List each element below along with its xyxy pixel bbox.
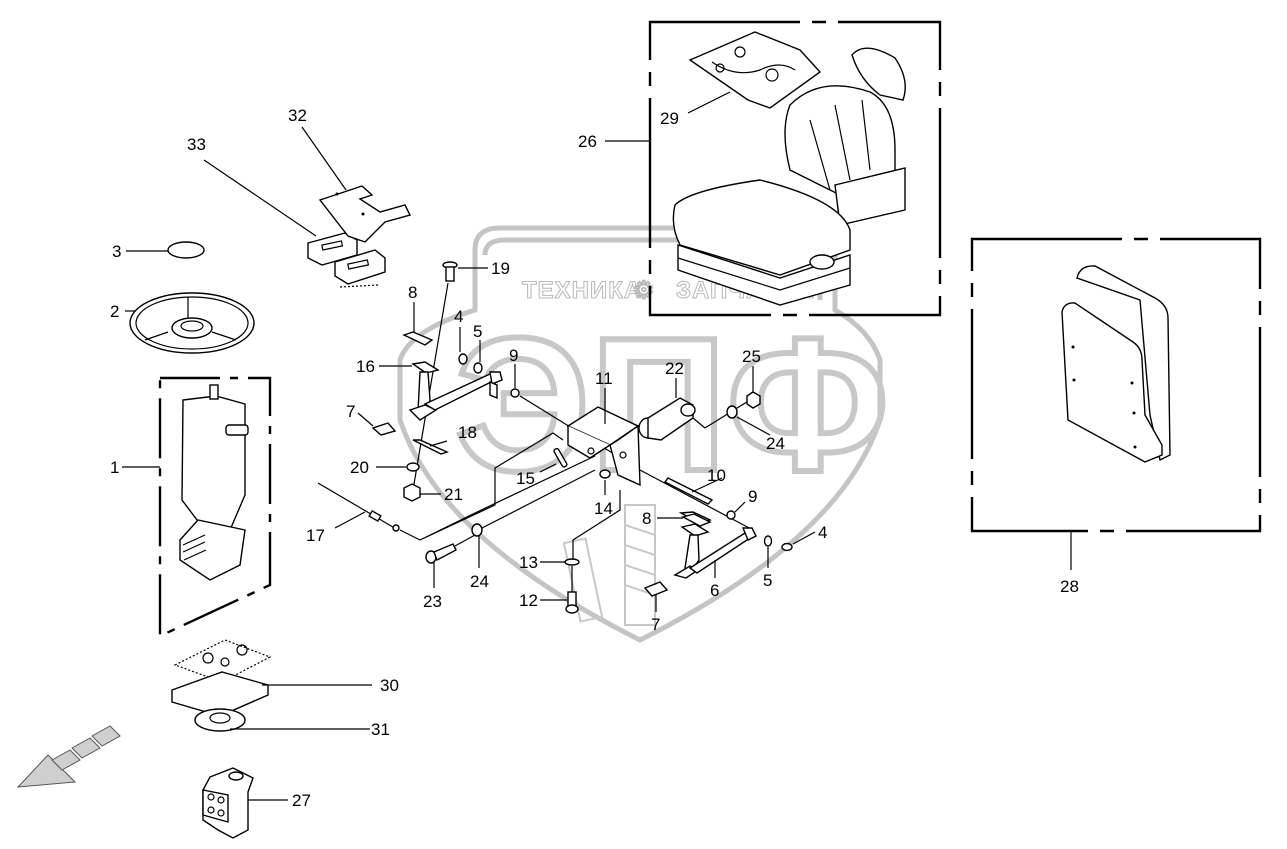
callout-13: 13 (519, 553, 538, 572)
callout-20: 20 (350, 458, 369, 477)
callout-7a: 7 (346, 402, 355, 421)
callout-30: 30 (380, 676, 399, 695)
callout-14: 14 (594, 499, 613, 518)
part-4-ring-b[interactable] (781, 542, 793, 552)
part-5-ring[interactable] (473, 362, 483, 374)
pedal-assembly (317, 261, 816, 614)
part-12-bolt[interactable] (565, 591, 579, 614)
callout-5b: 5 (763, 571, 772, 590)
callout-6: 6 (710, 581, 719, 600)
callout-31: 31 (371, 720, 390, 739)
part-9-bushing[interactable] (510, 388, 520, 398)
part-28-auxiliary-seat[interactable] (1061, 265, 1171, 463)
callout-19: 19 (491, 259, 510, 278)
part-22-valve[interactable] (638, 397, 696, 441)
part-5-ring-b[interactable] (763, 535, 773, 547)
part-6-pedal-lever[interactable] (673, 511, 757, 579)
callout-15: 15 (516, 469, 535, 488)
callout-labels: 1 2 3 4 4 5 5 6 7 7 8 8 9 9 10 11 12 13 … (110, 106, 1079, 810)
operator-seat-group (605, 20, 942, 317)
part-1-steering-column[interactable] (179, 384, 249, 581)
part-26-operator-seat[interactable] (672, 47, 906, 306)
callout-17: 17 (306, 526, 325, 545)
part-27-steering-control-unit[interactable] (202, 767, 254, 839)
part-17-rod[interactable] (317, 482, 400, 532)
callout-16: 16 (356, 357, 375, 376)
callout-8b: 8 (642, 509, 651, 528)
callout-23: 23 (423, 592, 442, 611)
callout-4a: 4 (454, 307, 463, 326)
callout-18: 18 (458, 423, 477, 442)
callout-4b: 4 (818, 523, 827, 542)
callout-2: 2 (110, 302, 119, 321)
callout-32: 32 (288, 106, 307, 125)
callout-5a: 5 (473, 322, 482, 341)
seat-group-frame (648, 20, 942, 317)
part-20-washer[interactable] (406, 462, 420, 472)
callout-22: 22 (665, 359, 684, 378)
part-4-ring[interactable] (458, 353, 468, 365)
callout-27: 27 (292, 791, 311, 810)
steering-group (122, 126, 412, 839)
aux-seat-frame (970, 237, 1262, 533)
mounting-frame-lines (399, 432, 596, 541)
callout-28: 28 (1060, 577, 1079, 596)
part-19-screw[interactable] (442, 261, 458, 282)
part-32-shim-plate[interactable] (318, 185, 412, 243)
part-8-pedal-pad[interactable] (402, 331, 434, 346)
callout-12: 12 (519, 591, 538, 610)
callout-1: 1 (110, 458, 119, 477)
watermark-left-text: ТЕХНИКА (522, 277, 642, 304)
part-24-washer-b[interactable] (471, 523, 483, 537)
part-3-wheel-cap[interactable] (167, 241, 205, 259)
callout-3: 3 (112, 242, 121, 261)
callout-25: 25 (742, 347, 761, 366)
part-9-bushing-b[interactable] (726, 510, 736, 520)
front-direction-arrow-icon (16, 725, 121, 788)
aux-seat-group (970, 237, 1262, 570)
part-15-pin[interactable] (553, 447, 568, 468)
part-10-shaft[interactable] (663, 477, 714, 505)
part-23-bolt[interactable] (425, 543, 457, 564)
part-29-seat-base-plate[interactable] (688, 31, 822, 109)
callout-8a: 8 (408, 283, 417, 302)
column-group-frame (158, 376, 272, 638)
callout-11: 11 (595, 369, 613, 388)
callout-7b: 7 (651, 615, 660, 634)
part-7-pad[interactable] (371, 422, 397, 436)
part-25-nut[interactable] (746, 391, 761, 409)
part-11-bracket[interactable] (566, 406, 641, 487)
part-31-flange[interactable] (194, 708, 246, 732)
callout-9a: 9 (509, 346, 518, 365)
part-13-washer[interactable] (564, 558, 580, 566)
part-24-washer[interactable] (726, 405, 738, 419)
part-16-pedal-lever[interactable] (408, 361, 503, 421)
part-8-pedal-pad-b[interactable] (681, 513, 712, 527)
part-2-steering-wheel[interactable] (129, 292, 255, 354)
callout-33: 33 (187, 135, 206, 154)
part-30-mounting-plate[interactable] (171, 639, 272, 717)
callout-9b: 9 (748, 487, 757, 506)
callout-26: 26 (578, 132, 597, 151)
part-7-pad-b[interactable] (643, 581, 669, 597)
callout-29: 29 (660, 109, 679, 128)
callout-21: 21 (444, 485, 463, 504)
part-33-spacer-blocks[interactable] (307, 232, 386, 288)
callout-24a: 24 (470, 572, 489, 591)
callout-10: 10 (707, 466, 726, 485)
callout-24b: 24 (766, 434, 785, 453)
part-21-nut[interactable] (403, 483, 421, 502)
part-14-bushing[interactable] (599, 469, 611, 479)
part-18-plate[interactable] (412, 439, 449, 455)
